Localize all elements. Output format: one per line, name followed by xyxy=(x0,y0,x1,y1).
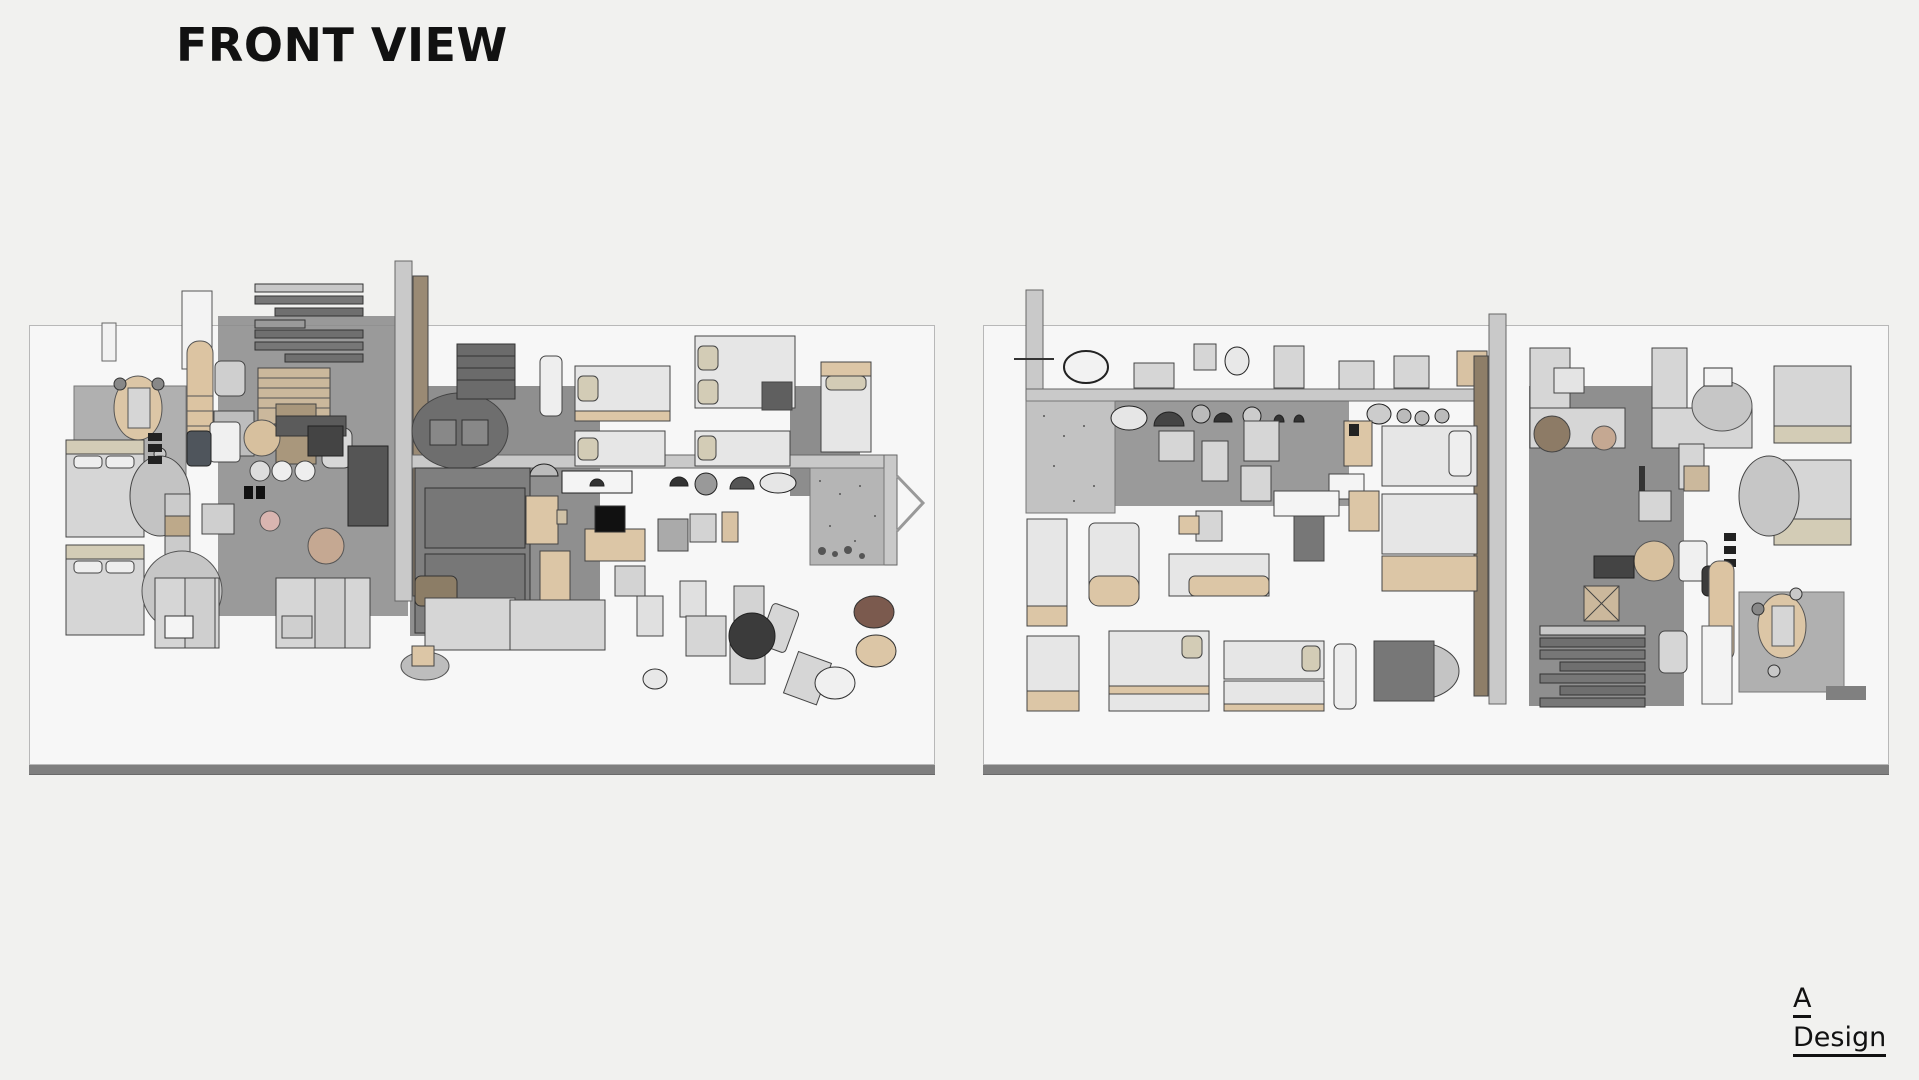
pendant-lamps xyxy=(468,463,797,496)
pendant-lamps xyxy=(1110,403,1450,431)
logo-line-1: A xyxy=(1793,983,1812,1018)
left-furniture-plan xyxy=(65,260,926,706)
shelving-unit xyxy=(1539,625,1646,708)
right-layout-view xyxy=(983,289,1889,765)
logo-line-2: Design xyxy=(1793,1022,1887,1057)
right-furniture-plan xyxy=(1014,289,1866,712)
right-layout-base xyxy=(983,765,1889,775)
beds-top-row xyxy=(574,335,872,467)
brand-logo: A Design xyxy=(1793,983,1887,1057)
bunk-beds xyxy=(1026,518,1460,712)
page-title: FRONT VIEW xyxy=(176,18,508,72)
shelving-unit xyxy=(254,283,364,363)
left-layout-view xyxy=(29,260,935,765)
beds-right xyxy=(1738,365,1852,546)
left-layout-base xyxy=(29,765,935,775)
